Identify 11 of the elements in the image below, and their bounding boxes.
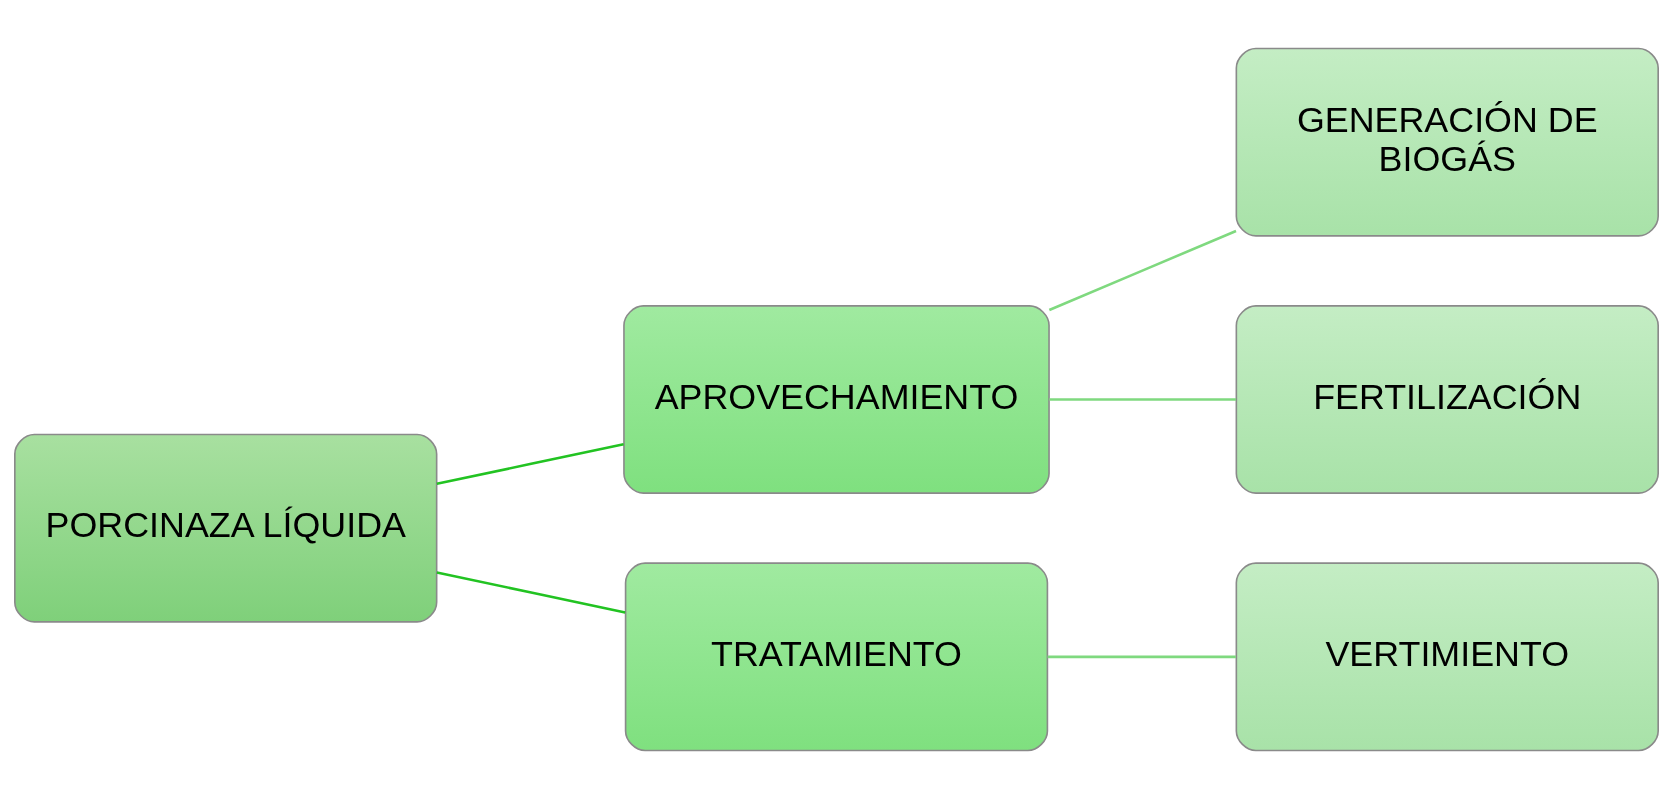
node-box: FERTILIZACIÓN [1235,304,1659,494]
node-box: PORCINAZA LÍQUIDA [14,433,438,623]
connector [1049,397,1236,401]
connector [1047,655,1236,658]
node-box: APROVECHAMIENTO [623,304,1050,494]
node-box: GENERACIÓN DE BIOGÁS [1235,47,1659,237]
connector [436,442,624,485]
connector [1048,229,1237,311]
node-box: VERTIMIENTO [1235,561,1659,751]
node-box: TRATAMIENTO [624,561,1049,751]
connector [436,570,626,614]
